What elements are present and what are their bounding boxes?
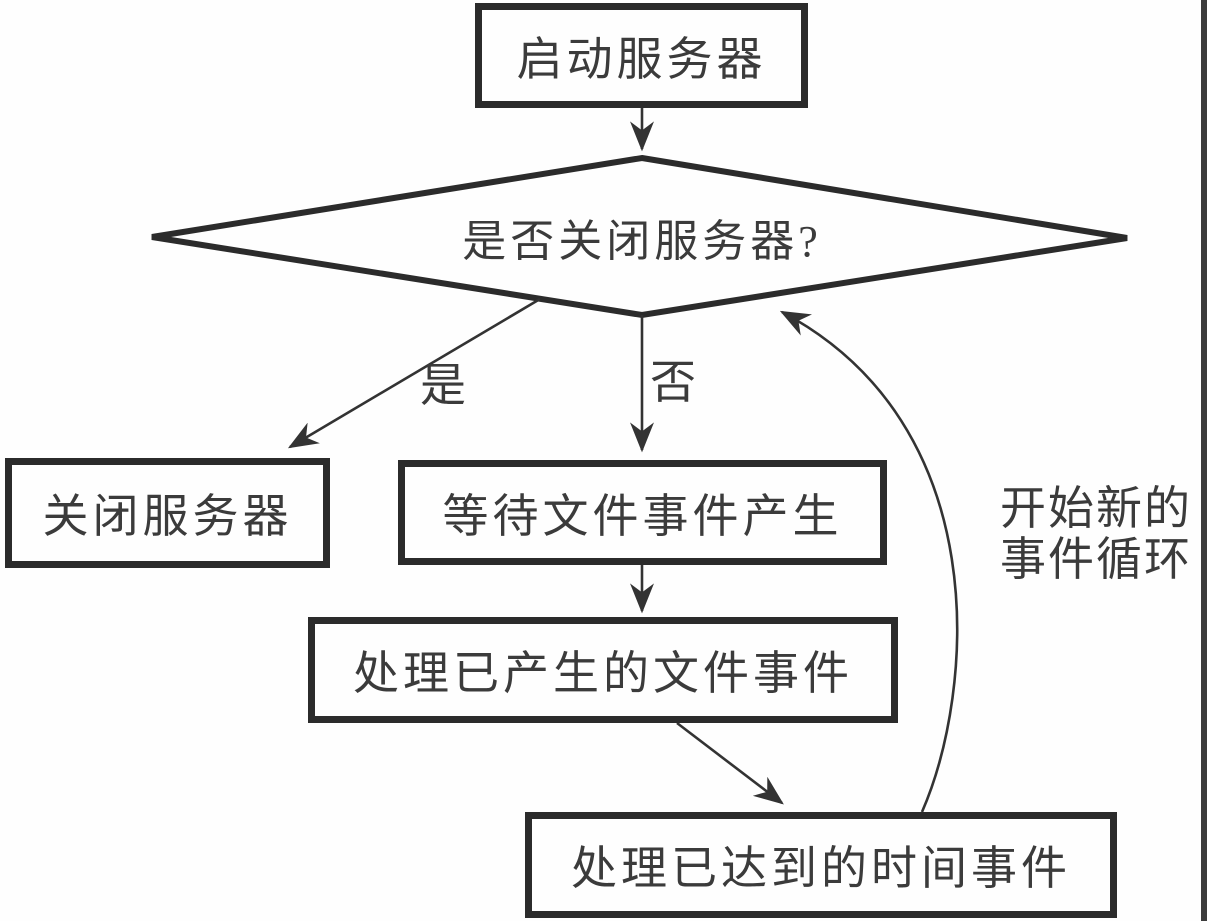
process-file-events-node: 处理已产生的文件事件 bbox=[308, 617, 898, 723]
decision-node: 是否关闭服务器? bbox=[410, 207, 874, 267]
image-right-border bbox=[1201, 0, 1207, 921]
close-server-node-label: 关闭服务器 bbox=[42, 491, 293, 542]
loop-back-label-line1: 开始新的 bbox=[1000, 483, 1192, 534]
wait-file-events-node-label: 等待文件事件产生 bbox=[442, 490, 843, 542]
yes-branch-label: 是 bbox=[420, 360, 469, 411]
loop-back-label-line2: 事件循环 bbox=[1000, 534, 1192, 585]
close-server-node: 关闭服务器 bbox=[5, 458, 330, 568]
arrow-loop-back-to-decision bbox=[779, 310, 959, 813]
process-time-events-node-label: 处理已达到的时间事件 bbox=[571, 843, 1071, 894]
start-node: 启动服务器 bbox=[475, 3, 808, 108]
no-branch-label: 否 bbox=[650, 357, 699, 408]
arrow-decision-to-close bbox=[287, 297, 541, 449]
process-time-events-node: 处理已达到的时间事件 bbox=[525, 812, 1117, 918]
start-node-label: 启动服务器 bbox=[516, 33, 767, 85]
wait-file-events-node: 等待文件事件产生 bbox=[398, 460, 887, 565]
process-file-events-node-label: 处理已产生的文件事件 bbox=[353, 648, 853, 699]
arrow-process-file-to-process-time bbox=[676, 721, 784, 805]
decision-node-label: 是否关闭服务器? bbox=[462, 217, 822, 266]
loop-back-label: 开始新的 事件循环 bbox=[1000, 483, 1207, 585]
